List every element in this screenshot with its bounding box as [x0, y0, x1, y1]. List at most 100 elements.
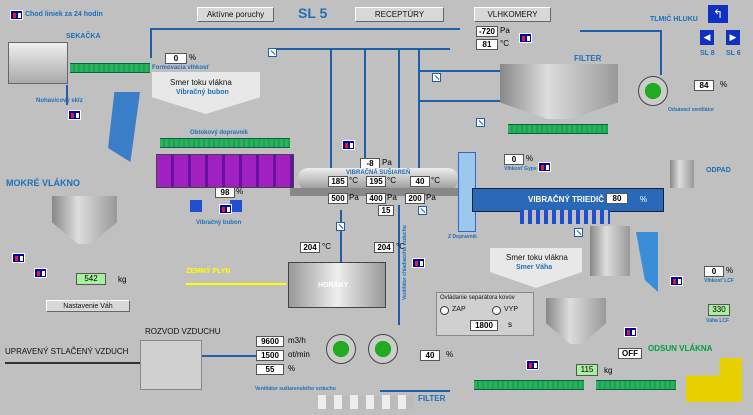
unit-pa-p2: Pa — [387, 193, 397, 202]
next-arrow-icon[interactable]: ▶ — [726, 30, 740, 45]
gyps-trend-icon[interactable] — [538, 162, 551, 172]
unit-pct-triedic: % — [640, 195, 648, 204]
stlaceny-label: UPRAVENÝ STLAČENÝ VZDUCH — [5, 347, 129, 356]
t-left-value: 204 — [300, 242, 320, 253]
press-top-value: -720 — [476, 26, 498, 37]
scale-hopper — [546, 298, 606, 344]
chopper-machine — [8, 42, 68, 84]
chopper-conveyor — [70, 63, 150, 73]
t1-value: 185 — [328, 176, 348, 187]
rpm-value: 1500 — [256, 350, 284, 361]
ventchlad-label: Ventilátor chladiaceho vzduchu — [402, 225, 408, 300]
unit-c-t1: °C — [349, 176, 358, 185]
pct2-value: 40 — [420, 350, 440, 361]
valve-dryer-1[interactable] — [336, 222, 345, 231]
wet-trend-icon-1[interactable] — [12, 253, 25, 263]
sekacka-label: SEKAČKA — [66, 33, 101, 40]
line-history-label[interactable]: Chod liniek za 24 hodín — [25, 11, 103, 18]
dryer-hood — [290, 188, 462, 196]
zap-label: ZAP — [452, 306, 466, 313]
unit-pct-fan: % — [720, 80, 728, 89]
unit-pct-lcf: % — [726, 266, 734, 275]
vibbubon-label: Vibračný bubon — [196, 220, 242, 226]
t2-value: 195 — [366, 176, 386, 187]
filter-bottom-label: FILTER — [418, 394, 446, 403]
classifier-chute — [590, 226, 630, 276]
vib-trend-icon[interactable] — [219, 204, 232, 214]
trend-icon[interactable] — [519, 33, 532, 43]
unit-pct1: % — [288, 364, 296, 373]
dryer-fan-1 — [326, 334, 356, 364]
off-value[interactable]: OFF — [618, 348, 642, 359]
valve-dryer-2[interactable] — [418, 206, 427, 215]
t3-value: 40 — [410, 176, 430, 187]
filter-hopper — [500, 64, 618, 119]
unit-pct-gyps: % — [526, 154, 534, 163]
obtokovy-label: Obtokový dopravník — [190, 130, 249, 136]
filter-conveyor — [508, 124, 608, 134]
unit-pct-form: % — [189, 53, 197, 62]
vyp-radio[interactable] — [492, 306, 501, 315]
drum-value: 98 — [215, 187, 235, 198]
unit-pa-p1: Pa — [349, 193, 359, 202]
active-faults-button[interactable]: Aktívne poruchy — [197, 7, 274, 22]
waste-bin — [670, 160, 694, 188]
lcf-trend-icon[interactable] — [670, 276, 683, 286]
zap-radio[interactable] — [440, 306, 449, 315]
filter-top-label: FILTER — [574, 54, 602, 63]
triedic-label: VIBRAČNÝ TRIEDIČ — [528, 195, 605, 204]
wet-trend-icon-2[interactable] — [34, 268, 47, 278]
valve-top-3[interactable] — [476, 118, 485, 127]
flow-sub-1: Vibračný bubon — [176, 89, 229, 96]
zdop-label: Z Dopravník — [448, 234, 477, 240]
pct1-value: 55 — [256, 364, 284, 375]
valve-class[interactable] — [574, 228, 583, 237]
scale-settings-button[interactable]: Nastavenie Váh — [46, 300, 130, 312]
unit-c-tright: °C — [396, 242, 405, 251]
valve-top-1[interactable] — [268, 48, 277, 57]
burner-trend-icon[interactable] — [412, 258, 425, 268]
bottom-trend-icon[interactable] — [526, 360, 539, 370]
forklift — [686, 358, 742, 402]
flow-value: 9600 — [256, 336, 284, 347]
page-title: SL 5 — [298, 5, 328, 21]
lcf-moist-label: Vlhkosť LCF — [704, 278, 734, 284]
valve-top-2[interactable] — [432, 73, 441, 82]
nav-sl6[interactable]: SL 6 — [726, 50, 741, 57]
bottom-duct — [318, 395, 414, 409]
unit-ot: ot/min — [288, 350, 310, 359]
history-icon[interactable] — [10, 10, 23, 20]
tlmic-label: TLMIČ HLUKU — [650, 16, 698, 23]
odpad-label: ODPAD — [706, 167, 731, 174]
mokre-label: MOKRÉ VLÁKNO — [6, 178, 80, 188]
bypass-conveyor — [160, 138, 290, 148]
flow-label-1: Smer toku vlákna — [170, 78, 232, 87]
ventsus-label: Ventilátor sušiarenského vzduchu — [255, 386, 336, 392]
recipes-button[interactable]: RECEPTÚRY — [355, 7, 444, 22]
gyps-label: Vlhkosť Gyps — [504, 166, 537, 172]
unit-pct-drum: % — [236, 187, 244, 196]
classifier-spring — [520, 210, 610, 224]
prev-arrow-icon[interactable]: ◀ — [700, 30, 714, 45]
t-right-value: 204 — [374, 242, 394, 253]
drum-trend-icon[interactable] — [342, 140, 355, 150]
sep-value[interactable]: 1800 — [470, 320, 498, 331]
bottom-conveyor-1 — [474, 380, 584, 390]
unit-c-t3: °C — [431, 176, 440, 185]
return-arrow-icon[interactable]: ↰ — [708, 5, 728, 23]
chute — [108, 92, 140, 162]
scale-trend-icon[interactable] — [624, 327, 637, 337]
unit-m3: m3/h — [288, 336, 306, 345]
unit-kg-mid: kg — [604, 366, 613, 375]
gyps-value: 0 — [504, 154, 524, 165]
air-arrow-box — [140, 340, 202, 390]
nav-sl8[interactable]: SL 8 — [700, 50, 715, 57]
unit-s: s — [508, 320, 512, 329]
p2-value: 400 — [366, 193, 386, 204]
chopper-trend-icon[interactable] — [68, 110, 81, 120]
temp-top-value: 81 — [476, 39, 498, 50]
moisture-button[interactable]: VLHKOMERY — [474, 7, 551, 22]
odsun-label: ODSUN VLÁKNA — [648, 344, 713, 353]
flow-sub-2: Smer Váha — [516, 264, 553, 271]
p1-value: 500 — [328, 193, 348, 204]
